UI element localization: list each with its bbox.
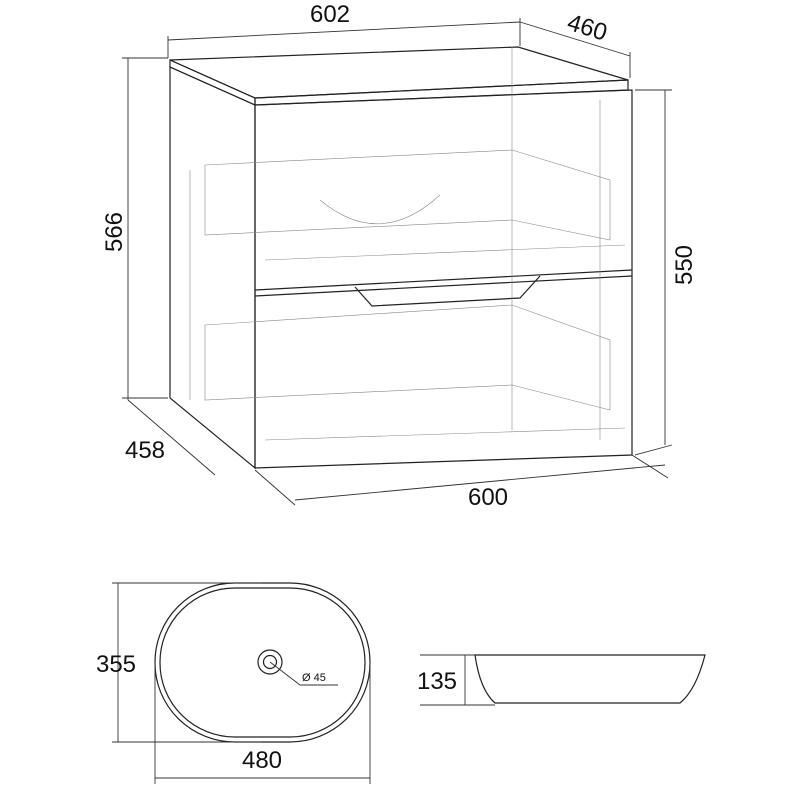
basin-inner-rim	[159, 587, 366, 738]
drawer-internals	[189, 47, 626, 441]
dim-drain-diameter: Ø 45	[302, 672, 326, 684]
basin-side-view: 135	[417, 654, 706, 706]
drain-outer-icon	[257, 649, 283, 675]
drawer-divider	[254, 269, 633, 291]
basin-outline	[154, 582, 371, 743]
countertop-side-edge	[169, 59, 256, 106]
cabinet-side-face	[169, 66, 256, 470]
dim-top-width: 602	[310, 1, 350, 28]
dim-basin-depth: 355	[96, 651, 136, 678]
basin-top-view: Ø 45 355 480	[96, 582, 371, 784]
drawer-handle-recess	[354, 275, 541, 307]
drawer-divider-lower	[254, 275, 633, 297]
cabinet-dimensions: 602 460 566 550 458 600	[101, 1, 698, 511]
dim-body-depth: 458	[125, 437, 165, 464]
dim-body-width: 600	[468, 484, 508, 511]
dim-body-height: 550	[671, 245, 698, 285]
drain-inner-icon	[262, 654, 278, 670]
cabinet-drawing	[169, 46, 633, 470]
basin-side-outline	[474, 654, 706, 704]
dim-basin-height: 135	[417, 668, 457, 695]
dim-basin-width: 480	[242, 747, 282, 774]
dim-top-depth: 460	[564, 9, 610, 47]
dim-total-height: 566	[101, 212, 128, 252]
